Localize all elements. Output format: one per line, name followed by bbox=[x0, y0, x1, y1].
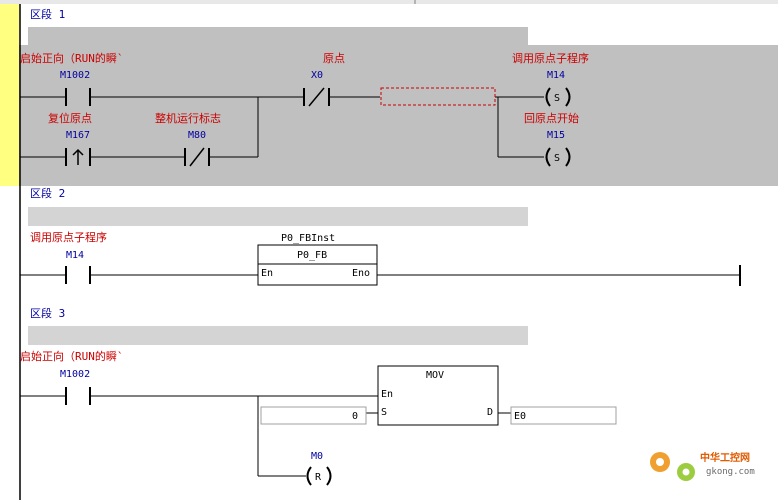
coil-comment: 调用原点子程序 bbox=[512, 51, 589, 65]
mov-source-value: 0 bbox=[352, 411, 358, 422]
no-contact-m14[interactable] bbox=[65, 266, 91, 284]
contact-comment: 启始正向（RUN的瞬` bbox=[20, 349, 124, 363]
nc-contact-m80[interactable] bbox=[184, 147, 210, 167]
top-strip bbox=[0, 0, 778, 4]
coil-symbol: S bbox=[554, 93, 560, 104]
contact-comment: 整机运行标志 bbox=[155, 111, 221, 125]
segment-1-background[interactable] bbox=[19, 45, 778, 186]
contact-address: M167 bbox=[66, 130, 90, 141]
rising-edge-contact-m167[interactable] bbox=[65, 148, 91, 166]
coil-address: M14 bbox=[547, 70, 565, 81]
fb-instance-name: P0_FBInst bbox=[281, 233, 335, 244]
selected-segment-marker bbox=[0, 4, 19, 186]
mov-dest-field[interactable] bbox=[510, 406, 617, 425]
coil-address: M0 bbox=[311, 451, 323, 462]
contact-address: X0 bbox=[311, 70, 323, 81]
empty-cell-cursor[interactable] bbox=[380, 87, 496, 106]
contact-address: M1002 bbox=[60, 70, 90, 81]
mov-instruction-block[interactable] bbox=[377, 365, 499, 426]
fb-block-name: P0_FB bbox=[297, 250, 327, 261]
segment-3-comment-bar[interactable] bbox=[28, 326, 528, 345]
set-coil-m15[interactable]: S bbox=[545, 147, 571, 167]
segment-1-title: 区段 1 bbox=[30, 7, 65, 21]
contact-comment: 原点 bbox=[323, 52, 345, 65]
mov-pin-en: En bbox=[381, 389, 393, 400]
fb-pin-en: En bbox=[261, 268, 273, 279]
contact-address: M1002 bbox=[60, 369, 90, 380]
mov-dest-value: E0 bbox=[514, 411, 526, 422]
watermark-url: gkong.com bbox=[706, 467, 755, 477]
fb-pin-eno: Eno bbox=[352, 268, 370, 279]
watermark-text: 中华工控网 bbox=[700, 451, 750, 464]
contact-comment: 调用原点子程序 bbox=[30, 230, 107, 244]
mov-block-name: MOV bbox=[426, 370, 444, 381]
segment-2-comment-bar[interactable] bbox=[28, 207, 528, 226]
coil-symbol: R bbox=[315, 472, 322, 483]
contact-comment: 启始正向（RUN的瞬` bbox=[20, 51, 124, 65]
contact-comment: 复位原点 bbox=[48, 111, 92, 125]
nc-contact-x0[interactable] bbox=[303, 87, 330, 107]
contact-address: M80 bbox=[188, 130, 206, 141]
segment-1-comment-bar[interactable] bbox=[28, 27, 528, 46]
mov-pin-s: S bbox=[381, 407, 387, 418]
gkong-logo-icon bbox=[650, 452, 695, 481]
function-block-p0-fb[interactable] bbox=[257, 244, 378, 286]
mov-source-field[interactable] bbox=[260, 406, 367, 425]
segment-3-title: 区段 3 bbox=[30, 306, 65, 320]
coil-comment: 回原点开始 bbox=[524, 111, 579, 125]
coil-symbol: S bbox=[554, 153, 560, 164]
segment-2-title: 区段 2 bbox=[30, 186, 65, 200]
coil-address: M15 bbox=[547, 130, 565, 141]
no-contact-m1002[interactable] bbox=[65, 88, 91, 106]
mov-pin-d: D bbox=[487, 407, 493, 418]
reset-coil-m0[interactable]: R bbox=[306, 466, 332, 486]
set-coil-m14[interactable]: S bbox=[545, 87, 571, 107]
contact-address: M14 bbox=[66, 250, 84, 261]
no-contact-m1002-seg3[interactable] bbox=[65, 387, 91, 405]
